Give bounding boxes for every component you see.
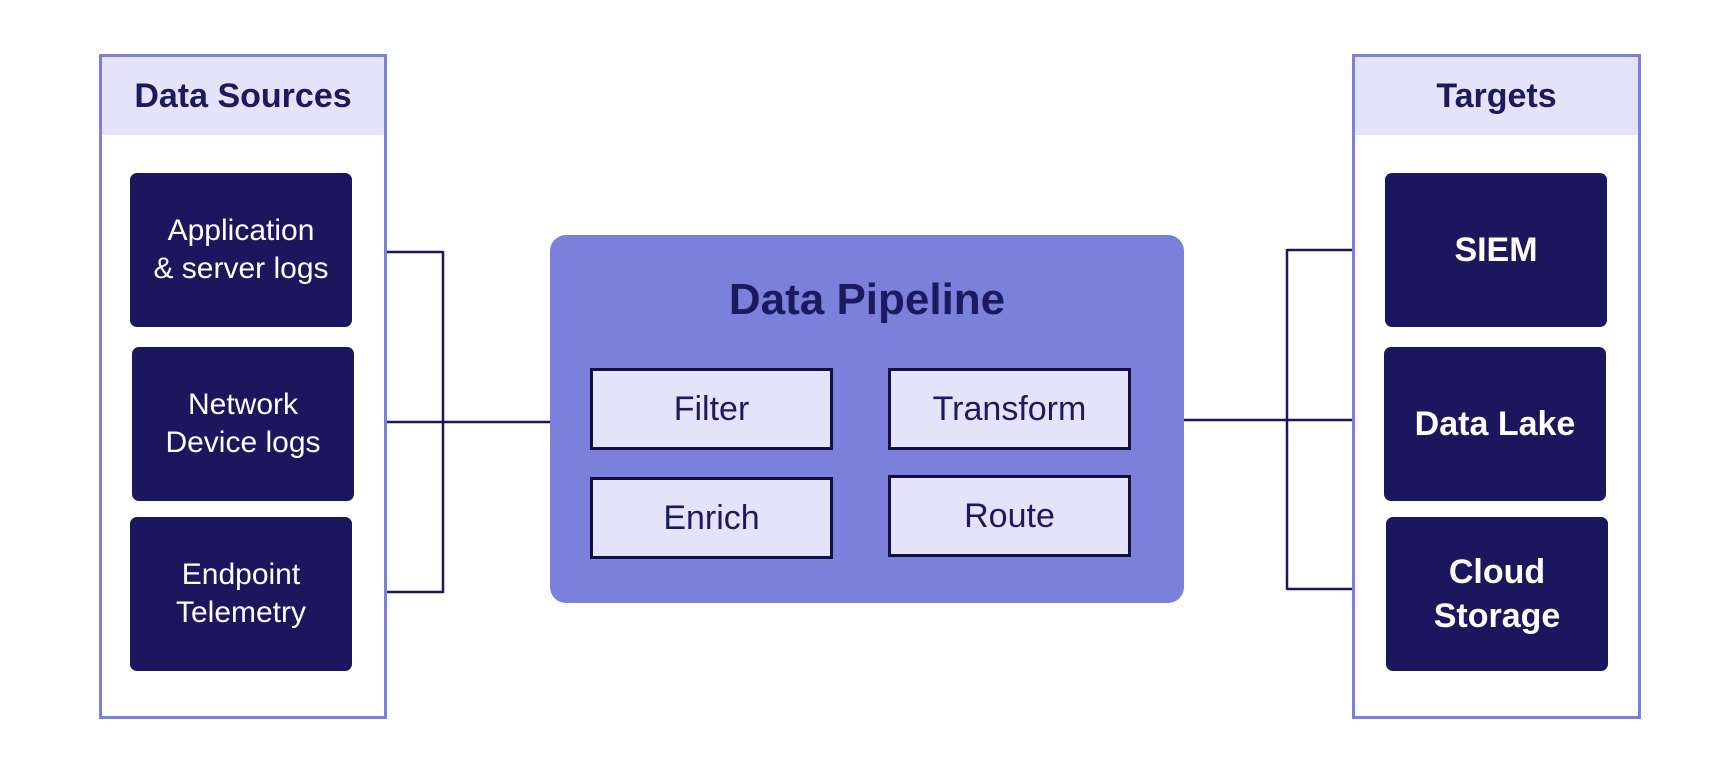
target-cloud-storage: Cloud Storage bbox=[1386, 517, 1608, 671]
pipeline-step-filter: Filter bbox=[590, 368, 833, 450]
targets-title: Targets bbox=[1355, 57, 1638, 135]
target-data-lake: Data Lake bbox=[1384, 347, 1606, 501]
data-pipeline-title: Data Pipeline bbox=[728, 275, 1006, 324]
source-network-device-logs: Network Device logs bbox=[132, 347, 354, 501]
target-siem: SIEM bbox=[1385, 173, 1607, 327]
pipeline-step-route: Route bbox=[888, 475, 1131, 557]
source-application-server-logs: Application & server logs bbox=[130, 173, 352, 327]
source-endpoint-telemetry: Endpoint Telemetry bbox=[130, 517, 352, 671]
data-sources-title: Data Sources bbox=[102, 57, 384, 135]
pipeline-step-transform: Transform bbox=[888, 368, 1131, 450]
pipeline-step-enrich: Enrich bbox=[590, 477, 833, 559]
